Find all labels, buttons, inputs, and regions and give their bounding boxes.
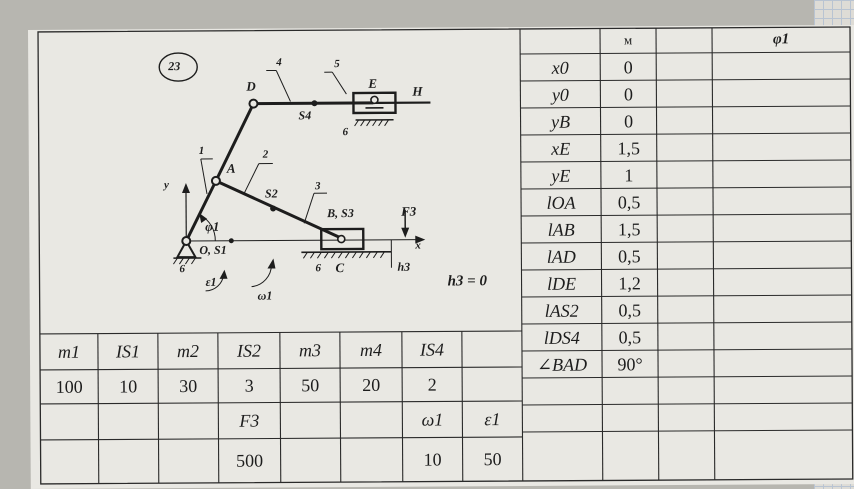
param-name-11: ∠BAD — [536, 354, 588, 375]
bottom-cell-1-0: 100 — [55, 376, 83, 397]
bottom-cell-0-4: m3 — [298, 340, 322, 361]
bottom-cell-0-6: IS4 — [419, 339, 445, 360]
bottom-cell-3-6: 10 — [423, 449, 442, 470]
param-value-2: 0 — [624, 111, 634, 132]
param-name-2: yB — [551, 111, 571, 132]
param-value-6: 1,5 — [617, 219, 641, 240]
param-name-4: yE — [551, 165, 571, 186]
bottom-cell-1-6: 2 — [427, 374, 437, 395]
bottom-cell-0-5: m4 — [359, 339, 383, 360]
label-point-b-s3: B, S3 — [327, 206, 354, 221]
label-point-d: D — [246, 78, 256, 94]
bottom-cell-1-4: 50 — [301, 375, 320, 396]
param-name-6: lAB — [547, 219, 575, 240]
param-value-1: 0 — [623, 84, 633, 105]
label-axis-x: x — [415, 239, 421, 252]
param-name-9: lAS2 — [544, 300, 579, 321]
param-value-3: 1,5 — [617, 138, 641, 159]
bottom-cell-1-5: 20 — [362, 374, 381, 395]
label-omega1: ω1 — [257, 288, 273, 303]
label-link-3: 3 — [314, 180, 321, 193]
bottom-cell-0-0: m1 — [57, 341, 81, 362]
param-value-4: 1 — [624, 165, 634, 186]
label-link-2: 2 — [262, 148, 269, 161]
param-header-3: φ1 — [772, 31, 790, 48]
bottom-cell-2-6: ω1 — [421, 409, 444, 430]
label-axis-y: y — [163, 179, 169, 192]
param-name-0: x0 — [551, 57, 569, 78]
param-name-7: lAD — [546, 246, 576, 267]
param-value-11: 90° — [617, 354, 643, 375]
label-point-e: E — [368, 75, 378, 91]
variant-circle — [158, 52, 198, 82]
bottom-cell-1-2: 30 — [179, 375, 198, 397]
label-point-c: C — [335, 260, 345, 276]
sheet-drawing — [37, 26, 854, 485]
param-value-9: 0,5 — [618, 300, 642, 321]
param-value-8: 1,2 — [618, 273, 641, 294]
label-link-1: 1 — [198, 144, 205, 157]
bottom-cell-0-2: m2 — [176, 340, 200, 362]
param-name-5: lOA — [546, 192, 576, 213]
param-value-7: 0,5 — [618, 246, 641, 267]
label-point-h: H — [412, 83, 423, 99]
param-value-0: 0 — [623, 57, 633, 78]
param-value-5: 0,5 — [617, 192, 641, 213]
param-header-1: м — [623, 32, 633, 48]
label-link-5: 5 — [334, 58, 340, 71]
label-h3: h3 — [397, 259, 411, 274]
param-name-1: y0 — [551, 84, 569, 105]
label-link-4: 4 — [276, 56, 282, 69]
label-angle-phi1: φ1 — [205, 218, 220, 234]
label-force-f3: F3 — [401, 203, 417, 219]
bottom-cell-2-7: ε1 — [484, 409, 501, 430]
label-point-s2: S2 — [264, 186, 278, 201]
label-point-o-s1: O, S1 — [199, 242, 227, 257]
bottom-cell-3-7: 50 — [483, 449, 502, 470]
param-name-10: lDS4 — [543, 327, 580, 348]
label-support-6-bottom: 6 — [315, 262, 321, 275]
sheet-frame — [37, 26, 854, 485]
bottom-cell-0-1: IS1 — [115, 341, 141, 362]
label-point-a: A — [226, 160, 236, 176]
variant-number: 23 — [168, 59, 181, 74]
param-name-8: lDE — [546, 273, 577, 294]
label-support-6-left: 6 — [179, 263, 185, 276]
bottom-cell-1-3: 3 — [244, 375, 254, 396]
label-support-6-top: 6 — [342, 126, 349, 139]
label-eps1: ε1 — [205, 274, 217, 289]
task-sheet: 23 4 5 D E H S4 6 1 2 A y 3 S2 B, S3 F3 … — [28, 24, 854, 489]
mechanism-diagram — [158, 52, 431, 292]
bottom-cell-3-3: 500 — [236, 450, 264, 471]
bottom-cell-0-3: IS2 — [236, 340, 262, 361]
bottom-cell-2-3: F3 — [239, 410, 260, 431]
bottom-cell-1-1: 10 — [119, 376, 138, 397]
h3-note: h3 = 0 — [447, 273, 487, 290]
param-name-3: xE — [551, 138, 571, 159]
label-point-s4: S4 — [298, 108, 312, 123]
param-value-10: 0,5 — [618, 327, 642, 348]
